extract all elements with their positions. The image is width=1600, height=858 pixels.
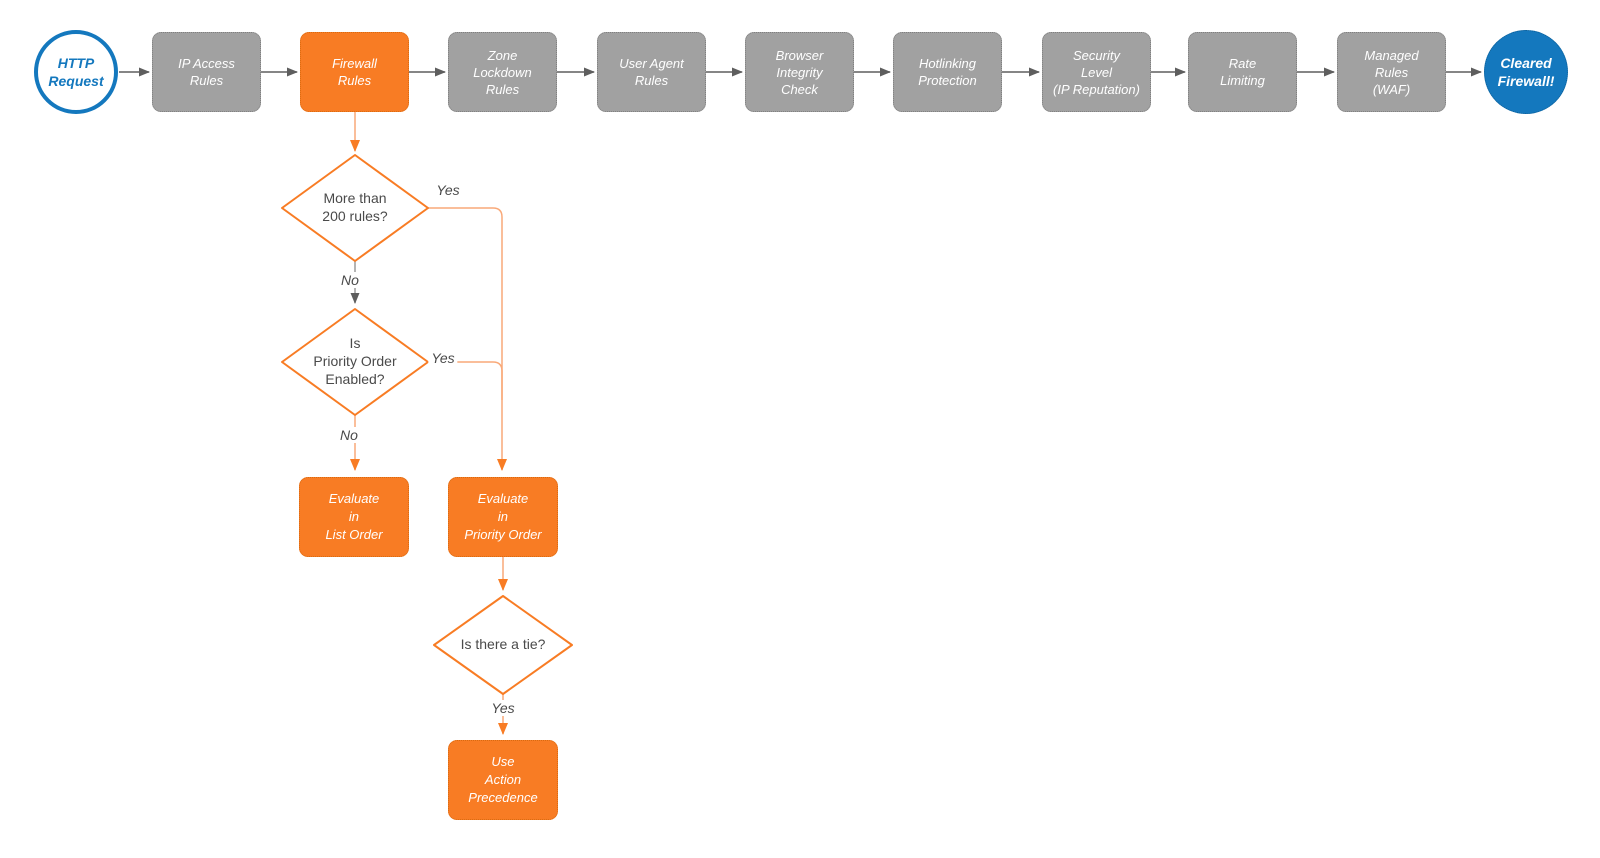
decision3-yes-label: Yes: [488, 700, 518, 716]
decision1-no-label: No: [338, 272, 362, 288]
decision3-label: Is there a tie?: [460, 636, 546, 652]
decision2-diamond: [281, 308, 429, 416]
stage-managed-rules-waf: Managed Rules (WAF): [1337, 32, 1446, 112]
stage-ip-access-rules: IP Access Rules: [152, 32, 261, 112]
decision1-yes-label: Yes: [433, 182, 463, 198]
stage-browser-integrity-check: Browser Integrity Check: [745, 32, 854, 112]
stage-firewall-rules: Firewall Rules: [300, 32, 409, 112]
stage-zone-lockdown-rules: Zone Lockdown Rules: [448, 32, 557, 112]
decision2-label: Is Priority Order Enabled?: [313, 335, 397, 387]
stage-user-agent-rules: User Agent Rules: [597, 32, 706, 112]
end-node-cleared-firewall: Cleared Firewall!: [1484, 30, 1568, 114]
stage-rate-limiting: Rate Limiting: [1188, 32, 1297, 112]
decision1-diamond: [281, 154, 429, 262]
connector-decision1-yes-to-priority-order: [428, 207, 507, 471]
decision2-no-label: No: [337, 427, 361, 443]
stage-security-level: Security Level (IP Reputation): [1042, 32, 1151, 112]
decision2-yes-label: Yes: [428, 350, 458, 366]
decision3-diamond: [433, 595, 573, 695]
action-evaluate-list-order: Evaluate in List Order: [299, 477, 409, 557]
start-node-http-request: HTTP Request: [34, 30, 118, 114]
decision1-label: More than 200 rules?: [322, 190, 388, 224]
connector-decision2-yes-join: [428, 361, 503, 400]
stage-hotlinking-protection: Hotlinking Protection: [893, 32, 1002, 112]
action-evaluate-priority-order: Evaluate in Priority Order: [448, 477, 558, 557]
action-use-action-precedence: Use Action Precedence: [448, 740, 558, 820]
